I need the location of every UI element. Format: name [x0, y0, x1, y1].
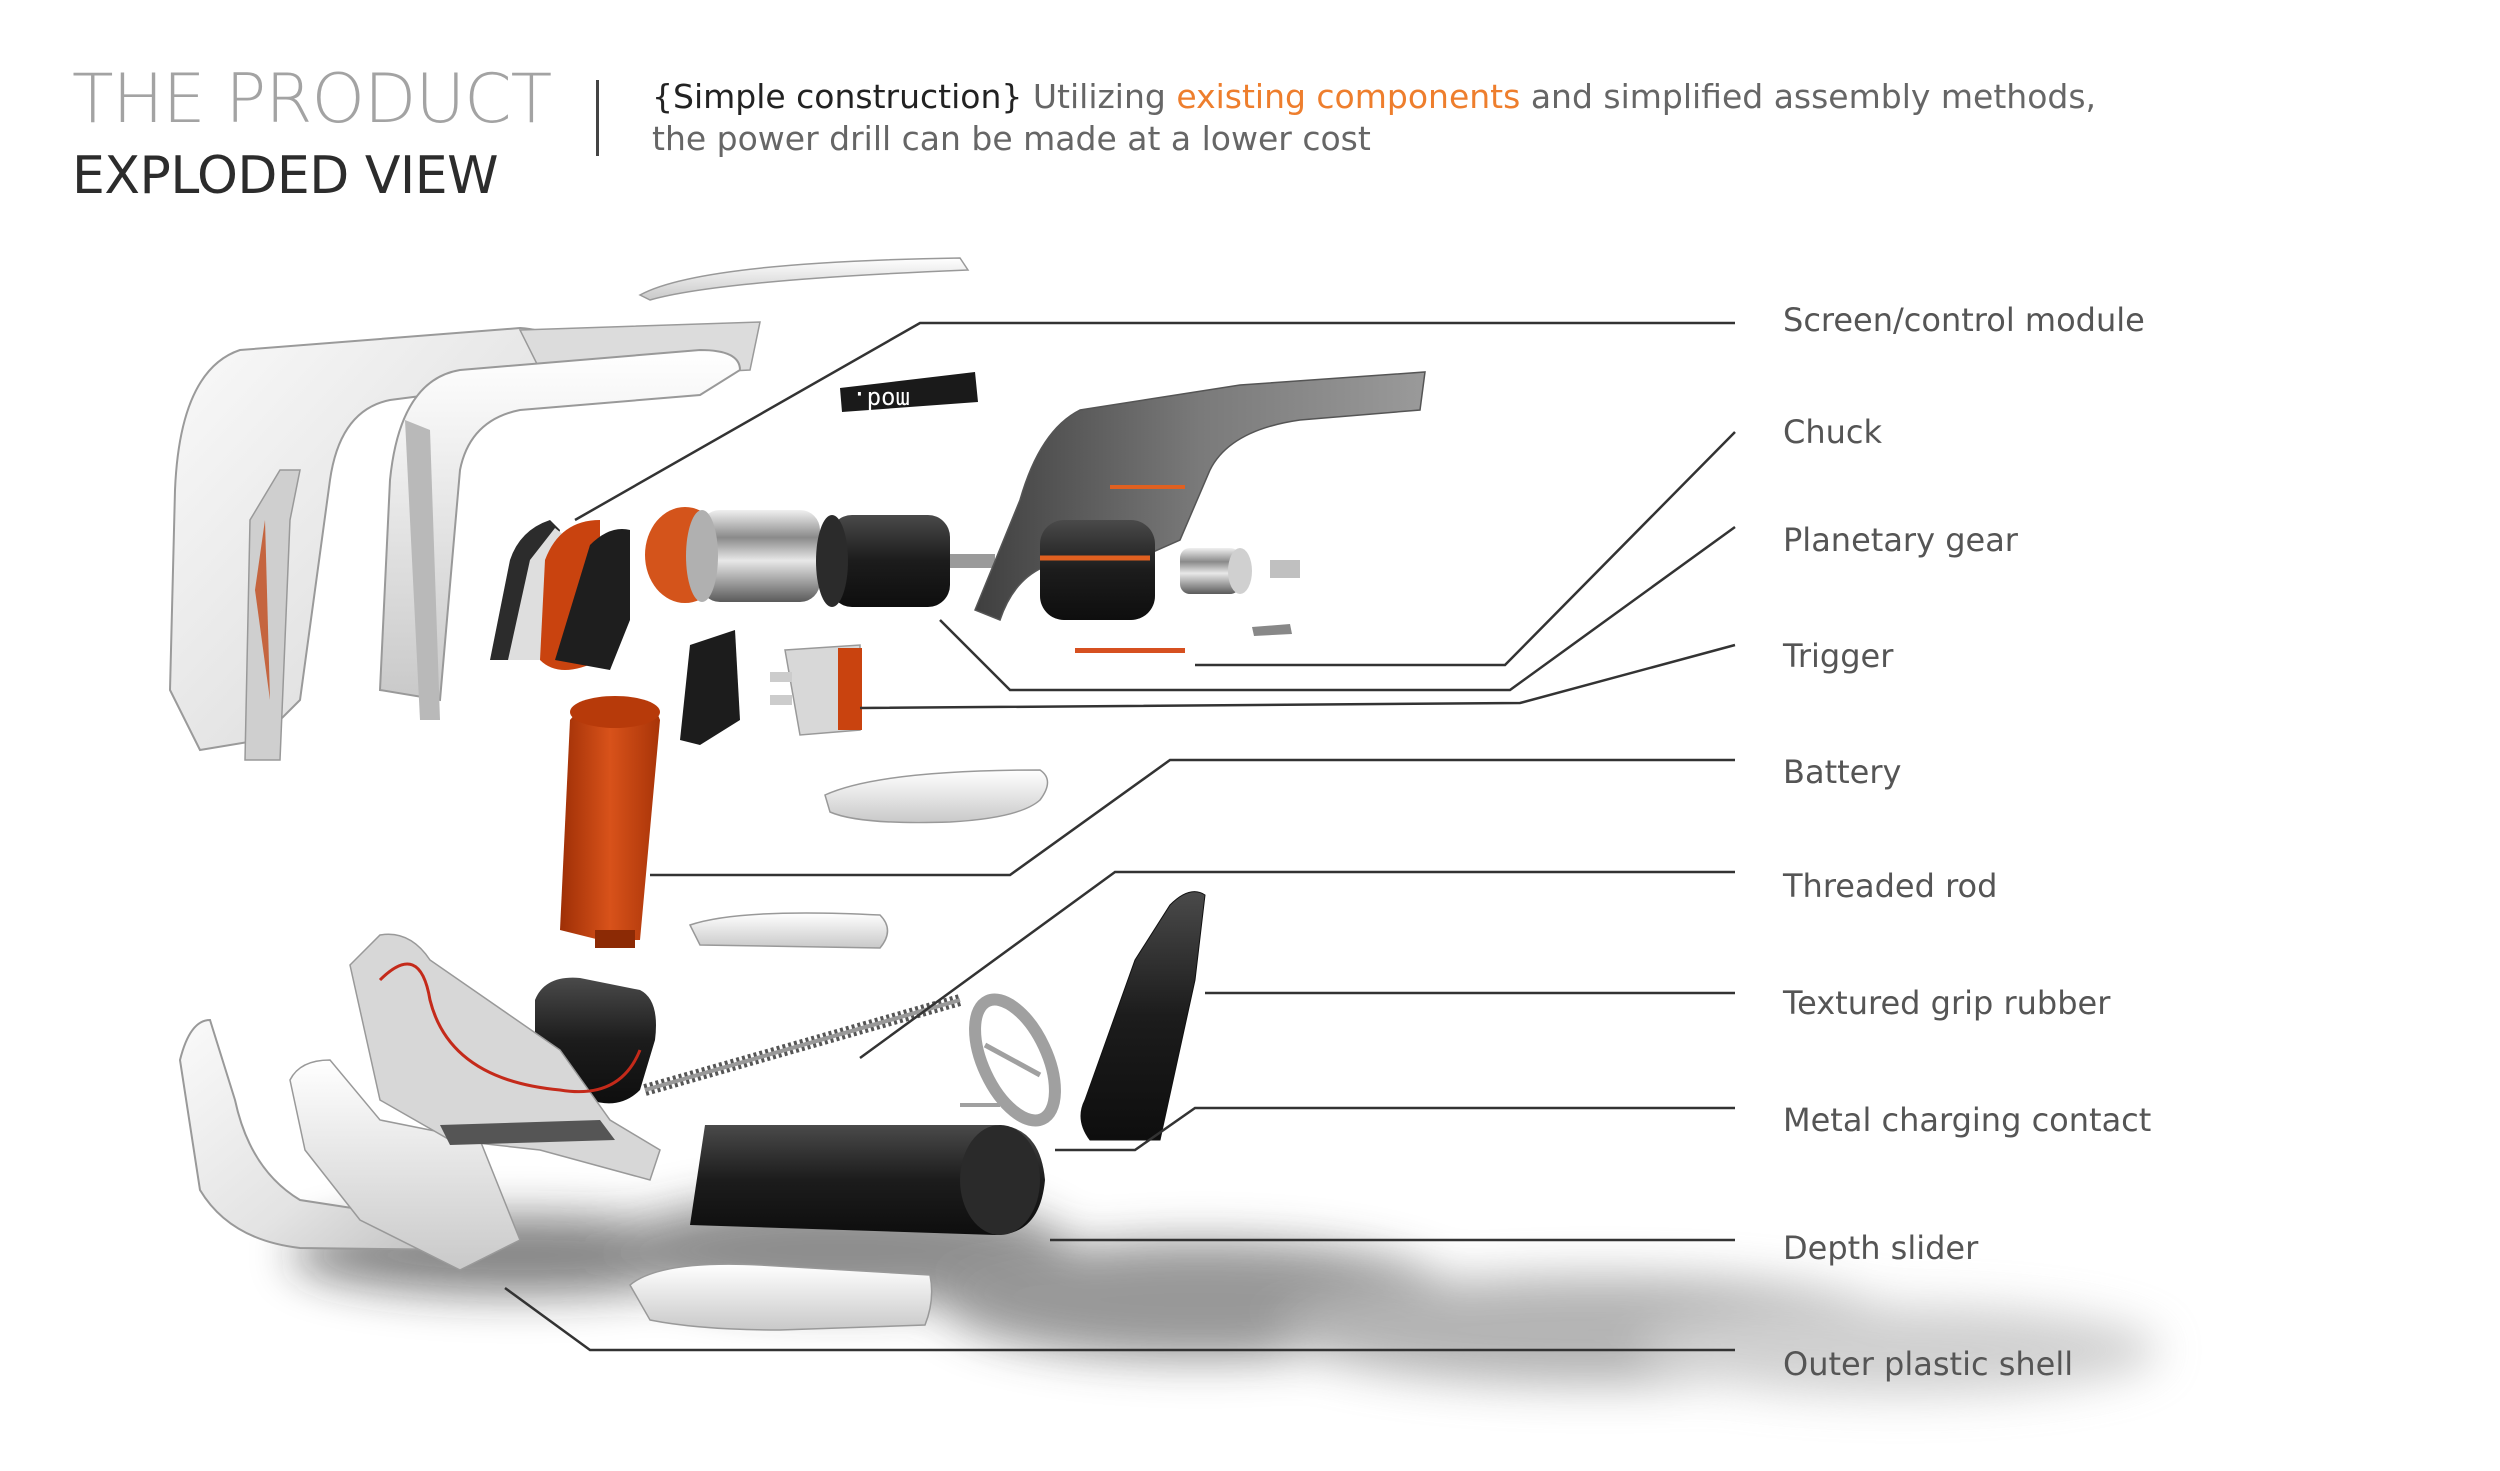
leader-screen-control-module [574, 321, 1735, 522]
label-battery: Battery [1783, 753, 1902, 791]
screen-control-module-part: mod. [840, 372, 978, 414]
leader-chuck [1195, 431, 1736, 667]
drive-shaft [950, 554, 995, 568]
description: {Simple construction} Utilizing existing… [652, 76, 2352, 160]
label-threaded-rod: Threaded rod [1783, 867, 1998, 905]
battery-cover-lower [688, 912, 889, 949]
leader-threaded-rod [859, 870, 1735, 1060]
label-chuck: Chuck [1783, 413, 1883, 451]
description-line-2: the power drill can be made at a lower c… [652, 119, 1371, 158]
description-highlight: existing components [1176, 77, 1521, 116]
battery-cover-upper [824, 769, 1049, 824]
leader-trigger [859, 643, 1736, 710]
trigger-spring-strip [1075, 648, 1185, 653]
leader-planetary-gear [939, 525, 1736, 692]
planetary-gearbox [816, 515, 950, 607]
description-part-1: Utilizing [1032, 77, 1166, 116]
screen-label: mod. [852, 386, 910, 414]
chuck-housing-black [1040, 520, 1155, 620]
leader-metal-charging-contact [1055, 1106, 1735, 1152]
description-part-2: and simplified assembly methods, [1530, 77, 2097, 116]
leader-outer-plastic-shell [504, 1286, 1735, 1352]
title-block: THE PRODUCT EXPLODED VIEW [72, 60, 552, 206]
metal-charging-contact-part [960, 993, 1061, 1127]
motor-can [686, 510, 820, 602]
label-outer-plastic-shell: Outer plastic shell [1783, 1345, 2074, 1383]
lower-shell-wire [378, 962, 642, 1094]
textured-grip-rubber-part [1080, 891, 1206, 1141]
title-line-2: EXPLODED VIEW [72, 146, 499, 206]
lower-shell-halves [178, 933, 661, 1271]
motor-bracket [555, 529, 630, 670]
trigger-part [770, 644, 862, 736]
label-metal-charging-contact: Metal charging contact [1783, 1101, 2152, 1139]
title-divider [596, 80, 599, 156]
label-textured-grip-rubber: Textured grip rubber [1783, 984, 2111, 1022]
description-lead: {Simple construction} [652, 77, 1023, 116]
upper-shell-right-half [378, 348, 742, 720]
top-trim-strip [638, 257, 970, 301]
chuck-part [1180, 548, 1300, 594]
label-screen-control-module: Screen/control module [1783, 301, 2145, 339]
base-cover-plate [629, 1263, 933, 1331]
depth-slider-part [690, 1125, 1045, 1235]
small-plate [1252, 624, 1292, 636]
label-depth-slider: Depth slider [1783, 1229, 1979, 1267]
threaded-rod-core [644, 998, 961, 1092]
title-line-1: THE PRODUCT [72, 60, 552, 139]
leader-battery [650, 758, 1735, 877]
battery-connector [680, 630, 740, 745]
label-trigger: Trigger [1783, 637, 1894, 675]
label-planetary-gear: Planetary gear [1783, 521, 2018, 559]
leader-lines [504, 321, 1736, 1352]
battery-part [560, 696, 660, 948]
